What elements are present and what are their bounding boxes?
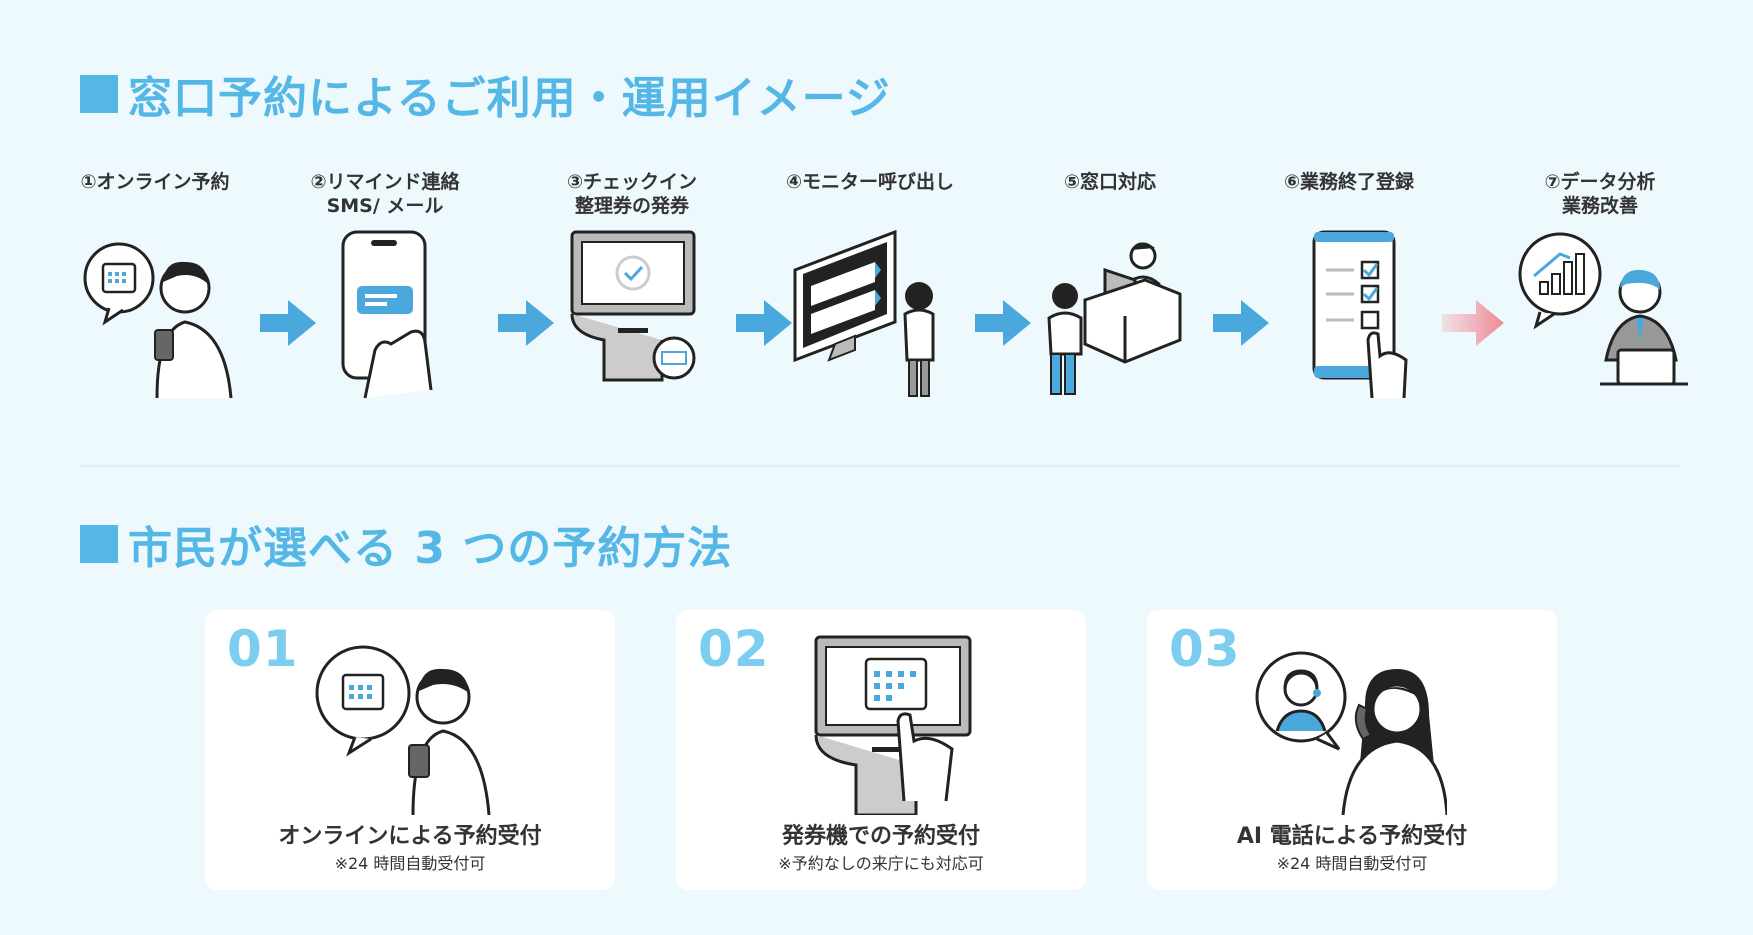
- section-title-text: 市民が選べる 3 つの予約方法: [128, 523, 733, 574]
- tablet-checklist-icon: [1312, 230, 1408, 399]
- method-note: ※24 時間自動受付可: [1276, 854, 1428, 873]
- step-label: ①オンライン予約: [80, 171, 230, 193]
- method-note: ※24 時間自動受付可: [334, 854, 486, 873]
- section-title-usage-image: 窓口予約によるご利用・運用イメージ: [80, 62, 891, 126]
- arrow-right-icon: [975, 300, 1031, 346]
- smartphone-message-icon: [341, 230, 433, 399]
- step-task-complete: ⑥業務終了登録: [1254, 170, 1444, 400]
- kiosk-ticket-icon: [570, 230, 696, 382]
- method-title: 発券機での予約受付: [781, 824, 980, 849]
- section-title-text: 窓口予約によるご利用・運用イメージ: [128, 73, 891, 124]
- arrow-right-icon: [498, 300, 554, 346]
- arrow-right-icon: [736, 300, 792, 346]
- square-bullet-icon: [80, 525, 118, 563]
- arrow-right-icon: [1213, 300, 1269, 346]
- person-smartphone-calendar-icon: [83, 242, 233, 399]
- step-check-in: ③チェックイン 整理券の発券: [537, 170, 727, 400]
- step-counter-service: ⑤窓口対応: [1015, 170, 1205, 400]
- section-divider: [80, 465, 1680, 467]
- kiosk-touch-icon: [814, 635, 972, 815]
- square-bullet-icon: [80, 75, 118, 113]
- section-title-reservation-methods: 市民が選べる 3 つの予約方法: [80, 512, 732, 576]
- monitor-person-icon: [793, 230, 935, 397]
- method-card-ai-phone: 03 AI 電話による予約受付 ※24 時間自動受付可: [1147, 610, 1557, 890]
- step-label: ⑤窓口対応: [1063, 171, 1157, 193]
- step-online-reservation: ①オンライン予約: [60, 170, 250, 400]
- counter-service-icon: [1047, 242, 1182, 395]
- method-title: AI 電話による予約受付: [1236, 824, 1468, 849]
- arrow-right-gradient-icon: [1442, 300, 1504, 346]
- method-card-kiosk: 02 発券機での予約受付 ※予約なしの来庁にも対応可: [676, 610, 1086, 890]
- arrow-right-icon: [260, 300, 316, 346]
- step-label: ④モニター呼び出し: [785, 171, 955, 193]
- method-number: 03: [1169, 620, 1241, 678]
- person-smartphone-calendar-icon: [315, 645, 491, 815]
- step-label: ③チェックイン 整理券の発券: [566, 171, 698, 217]
- method-note: ※予約なしの来庁にも対応可: [778, 854, 984, 873]
- step-label: ⑥業務終了登録: [1283, 171, 1415, 193]
- step-monitor-call: ④モニター呼び出し: [775, 170, 965, 400]
- step-reminder: ②リマインド連絡 SMS/ メール: [290, 170, 480, 400]
- step-label: ⑦データ分析 業務改善: [1544, 171, 1656, 217]
- analyst-chart-icon: [1518, 232, 1688, 386]
- method-card-online: 01 オンラインによる予約受付 ※24 時間自動受付可: [205, 610, 615, 890]
- method-title: オンラインによる予約受付: [278, 824, 542, 849]
- method-number: 01: [227, 620, 299, 678]
- method-number: 02: [698, 620, 770, 678]
- step-label: ②リマインド連絡 SMS/ メール: [310, 171, 460, 217]
- step-data-analysis: ⑦データ分析 業務改善: [1505, 170, 1695, 400]
- woman-phone-ai-operator-icon: [1255, 651, 1447, 815]
